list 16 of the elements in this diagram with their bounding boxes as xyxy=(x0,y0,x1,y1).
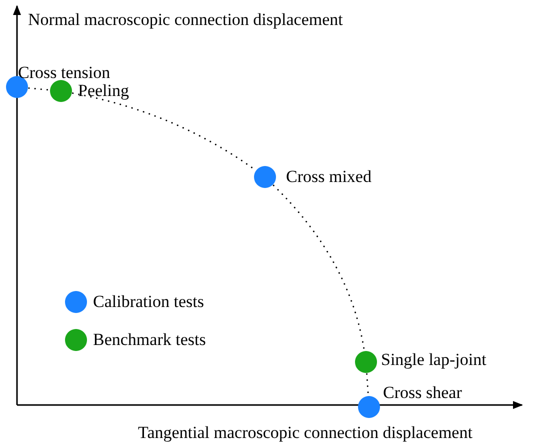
axis-label: Tangential macroscopic connection displacement xyxy=(138,424,472,441)
dotted-curve xyxy=(366,373,369,396)
data-point xyxy=(358,396,380,418)
point-label: Cross mixed xyxy=(286,168,372,185)
axis-label: Normal macroscopic connection displacement xyxy=(28,11,343,28)
legend-label: Calibration tests xyxy=(93,293,204,310)
point-label: Cross tension xyxy=(18,64,110,81)
point-label: Cross shear xyxy=(383,384,462,401)
dotted-curve xyxy=(28,87,50,91)
data-point xyxy=(355,351,377,373)
dotted-curve xyxy=(272,184,365,351)
data-point xyxy=(50,80,72,102)
point-label: Single lap-joint xyxy=(381,351,486,368)
data-point xyxy=(254,166,276,188)
legend-label: Benchmark tests xyxy=(93,331,206,348)
point-label: Peeling xyxy=(78,82,129,99)
